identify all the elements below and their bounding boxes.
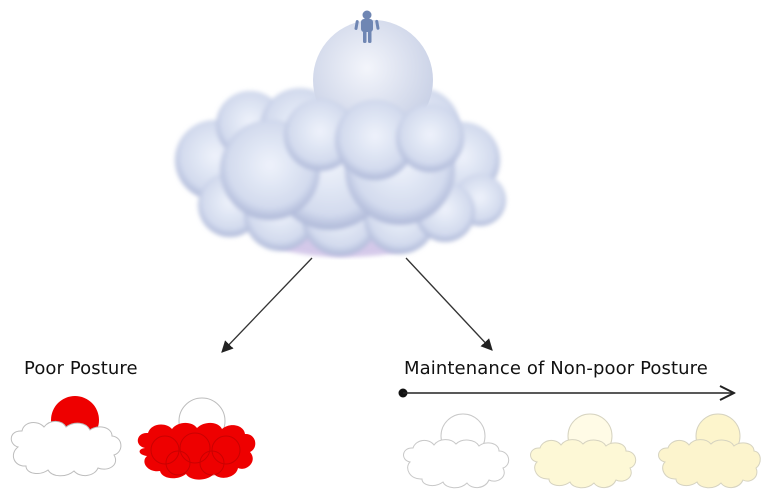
main-cloud-icon (175, 11, 506, 258)
arrow-to-poor-posture (222, 258, 312, 352)
maint-cream-cloud-1-icon (531, 414, 636, 488)
maint-white-cloud-icon (404, 414, 509, 488)
poor-posture-label: Poor Posture (24, 358, 138, 379)
poor-head-red-cloud-icon (11, 396, 121, 476)
arrow-to-maintenance (406, 258, 492, 350)
timeline-arrow (399, 389, 735, 398)
maintenance-label: Maintenance of Non-poor Posture (404, 358, 708, 379)
maint-cream-cloud-2-icon (659, 414, 761, 488)
poor-body-red-cloud-icon (138, 398, 256, 480)
